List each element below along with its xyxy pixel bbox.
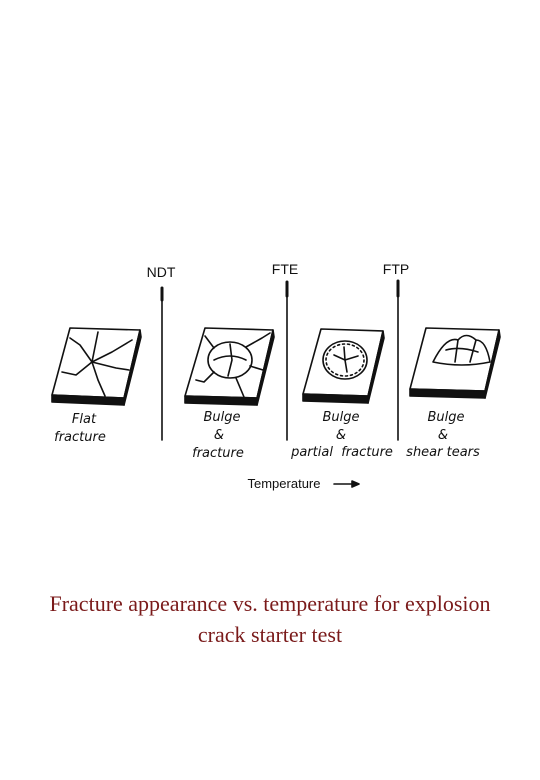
specimen-bulge-shear-tears	[409, 327, 501, 399]
specimen-3-label-line1: Bulge	[322, 410, 359, 425]
specimen-4-label-line2: &	[438, 428, 448, 443]
specimen-bulge-fracture	[184, 327, 275, 406]
specimen-1-label-line2: fracture	[54, 430, 106, 445]
temperature-arrow	[333, 480, 360, 488]
temperature-axis-label: Temperature	[248, 476, 321, 491]
specimen-bulge-partial-fracture	[302, 328, 385, 404]
specimen-2-label-line2: &	[214, 428, 224, 443]
specimen-3-label-line2: &	[336, 428, 346, 443]
caption-line-2: crack starter test	[197, 622, 343, 647]
caption-line-1: Fracture appearance vs. temperature for …	[49, 591, 491, 616]
specimen-4-label-line3: shear tears	[406, 445, 480, 460]
fte-label: FTE	[272, 261, 298, 277]
figure-caption: Fracture appearance vs. temperature for …	[0, 588, 540, 650]
specimen-2-label-line3: fracture	[192, 446, 244, 461]
specimen-flat-fracture	[51, 327, 142, 406]
specimen-1-label-line1: Flat	[72, 412, 97, 427]
specimen-3-label-line3: partial fracture	[290, 445, 393, 460]
ndt-label: NDT	[147, 264, 176, 280]
ftp-label: FTP	[383, 261, 409, 277]
specimen-2-label-line1: Bulge	[203, 410, 240, 425]
specimen-4-label-line1: Bulge	[427, 410, 464, 425]
